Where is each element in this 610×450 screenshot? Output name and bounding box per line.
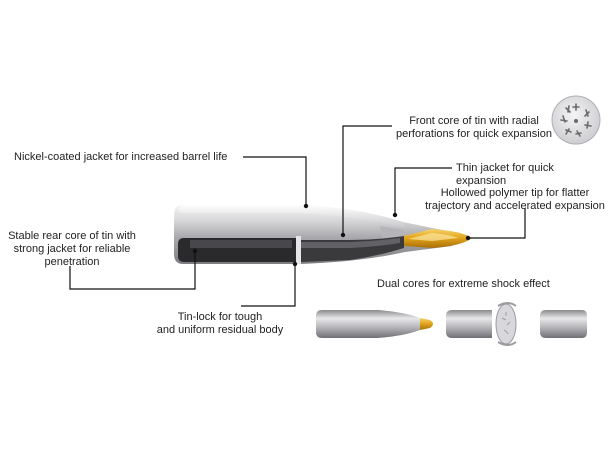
- label-front-core: Front core of tin with radial perforatio…: [396, 115, 552, 141]
- label-front-core-line-1: Front core of tin with radial: [409, 115, 539, 127]
- label-dual-cores: Dual cores for extreme shock effect: [377, 278, 550, 290]
- leader-front-core: [342, 125, 392, 235]
- label-polymer-tip-line-2: trajectory and accelerated expansion: [425, 200, 605, 212]
- label-front-core-line-2: perforations for quick expansion: [396, 128, 552, 140]
- label-thin-jacket: Thin jacket for quick expansion: [456, 162, 554, 187]
- leader-polymer-tip: [468, 208, 526, 239]
- leader-lines: [69, 125, 526, 307]
- core-piece-front-bullet: [316, 310, 433, 338]
- label-rear-core: Stable rear core of tin with strong jack…: [2, 230, 142, 269]
- leader-rear-core: [69, 251, 196, 290]
- leader-nickel-jacket: [243, 156, 307, 206]
- leader-tin-lock: [241, 264, 296, 307]
- main-bullet: [174, 205, 472, 264]
- label-polymer-tip: Hollowed polymer tip for flatter traject…: [425, 187, 605, 213]
- leader-thin-jacket: [394, 167, 452, 215]
- expanded-petals: [495, 302, 517, 346]
- core-piece-rear: [540, 310, 587, 338]
- label-polymer-tip-line-1: Hollowed polymer tip for flatter: [440, 187, 590, 199]
- label-tin-lock-line-2: and uniform residual body: [156, 324, 284, 336]
- leader-dots: [192, 203, 471, 267]
- label-rear-core-line-3: penetration: [44, 256, 100, 268]
- label-nickel-jacket: Nickel-coated jacket for increased barre…: [14, 151, 228, 163]
- label-tin-lock: Tin-lock for tough and uniform residual …: [150, 311, 290, 337]
- perforation-disc: [551, 95, 601, 145]
- label-tin-lock-line-1: Tin-lock for tough: [177, 311, 263, 323]
- core-piece-middle: [446, 310, 492, 338]
- dual-cores-illustration: [316, 302, 587, 346]
- label-rear-core-line-1: Stable rear core of tin with: [8, 230, 136, 242]
- label-rear-core-line-2: strong jacket for reliable: [13, 243, 131, 255]
